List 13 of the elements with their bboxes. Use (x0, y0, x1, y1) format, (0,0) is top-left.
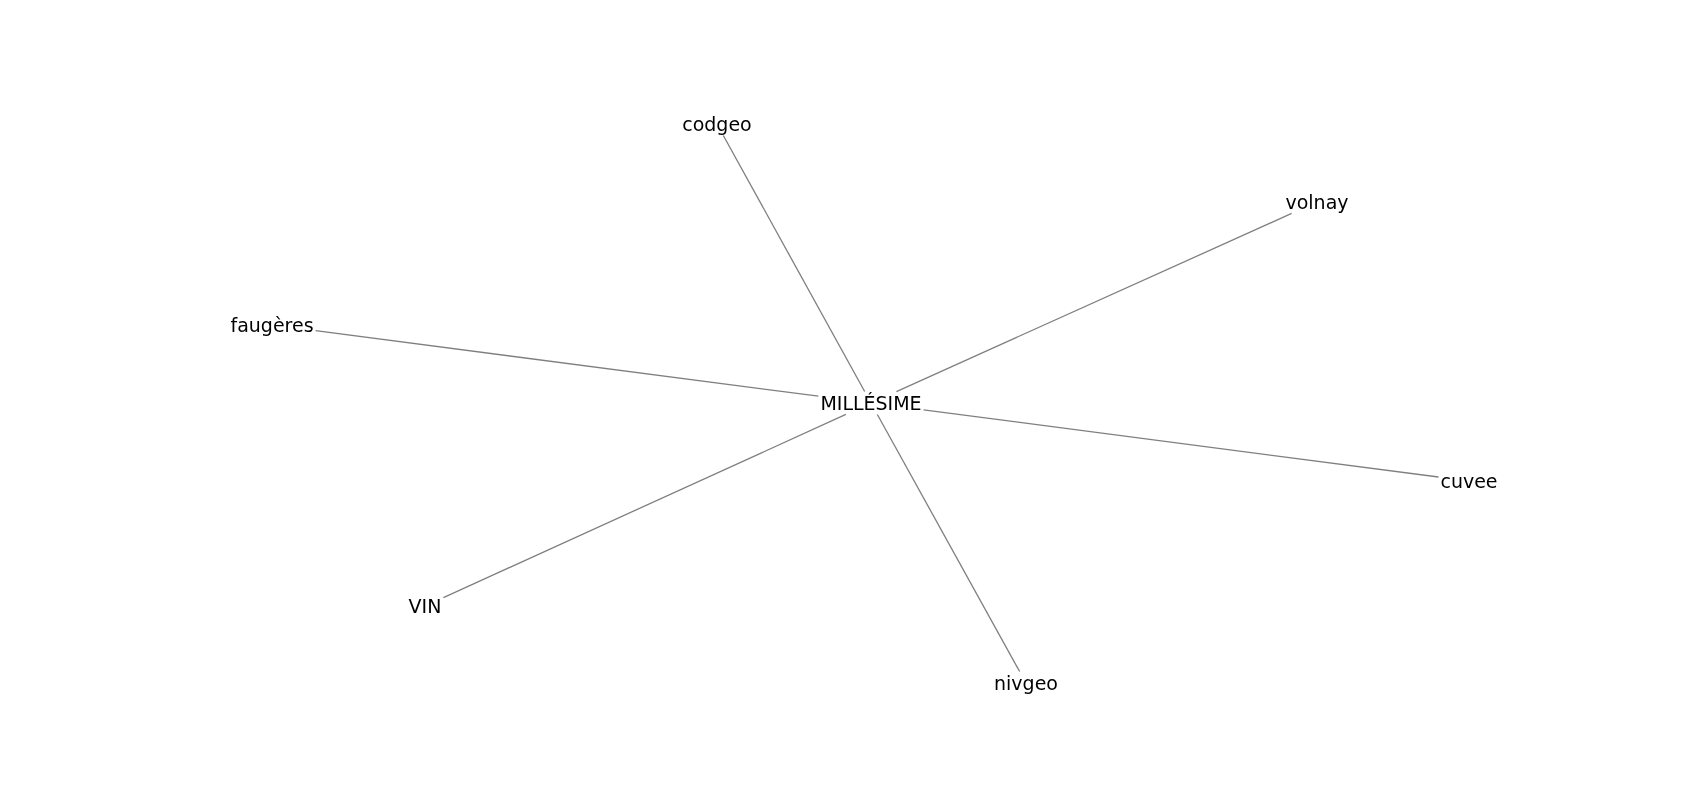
connector-line (314, 330, 820, 397)
node-label: nivgeo (993, 672, 1059, 694)
connector-line (876, 413, 1021, 673)
node-label: cuvee (1439, 470, 1499, 492)
connector-line (442, 413, 847, 599)
node-label: codgeo (681, 113, 753, 135)
connector-line (895, 212, 1293, 393)
node-label: MILLÉSIME (819, 392, 923, 414)
node-label: faugères (229, 314, 315, 336)
node-label: volnay (1284, 191, 1350, 213)
connector-line (722, 134, 866, 393)
node-label: VIN (407, 595, 443, 617)
connector-line (922, 409, 1440, 478)
